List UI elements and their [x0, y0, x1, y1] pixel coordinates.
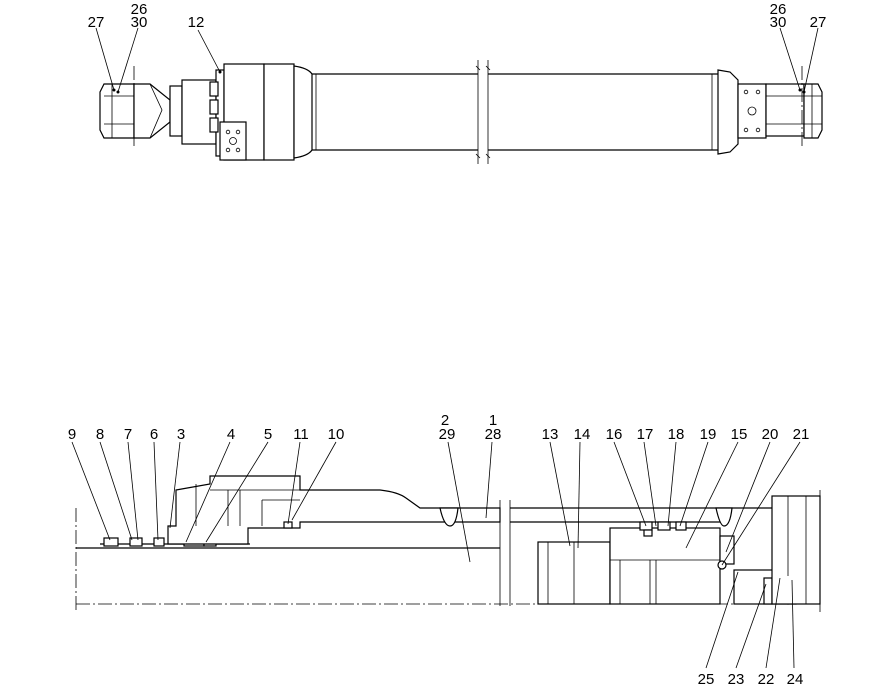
callout-14: 14	[574, 426, 591, 443]
callout-1: 1	[489, 412, 497, 429]
callout-23: 23	[728, 671, 745, 688]
callout-3: 3	[177, 426, 185, 443]
cylinder-section-view: 9 8 7 6 3 4 5 11 10 2 29 1 28 13 14 16 1…	[68, 412, 821, 688]
callout-19: 19	[700, 426, 717, 443]
top-leader-lines	[95, 27, 819, 94]
cylinder-exterior-view: 27 26 30 12 26 30 27	[88, 1, 827, 164]
callout-10: 10	[328, 426, 345, 443]
callout-29: 29	[439, 426, 456, 443]
rod-end-clevis-left	[99, 66, 217, 146]
callout-25: 25	[698, 671, 715, 688]
callout-15: 15	[731, 426, 748, 443]
callout-4: 4	[227, 426, 235, 443]
callout-20: 20	[762, 426, 779, 443]
callout-13: 13	[542, 426, 559, 443]
callout-8: 8	[96, 426, 104, 443]
callout-27-left: 27	[88, 14, 105, 31]
bottom-leader-lines	[71, 441, 801, 669]
callout-17: 17	[637, 426, 654, 443]
callout-6: 6	[150, 426, 158, 443]
callout-7: 7	[124, 426, 132, 443]
callout-27-right: 27	[810, 14, 827, 31]
callout-26-left: 26	[131, 1, 148, 18]
callout-24: 24	[787, 671, 804, 688]
callout-22: 22	[758, 671, 775, 688]
callout-16: 16	[606, 426, 623, 443]
section-rod-head	[76, 475, 511, 606]
callout-9: 9	[68, 426, 76, 443]
cylinder-tube	[312, 60, 718, 164]
callout-30-right: 30	[770, 14, 787, 31]
callout-21: 21	[793, 426, 810, 443]
callout-2: 2	[441, 412, 449, 429]
section-piston-base	[510, 495, 821, 605]
callout-12: 12	[188, 14, 205, 31]
callout-26-right: 26	[770, 1, 787, 18]
callout-5: 5	[264, 426, 272, 443]
callout-11: 11	[293, 426, 309, 443]
cylinder-head-gland	[209, 63, 313, 161]
callout-18: 18	[668, 426, 685, 443]
callout-30-left: 30	[131, 14, 148, 31]
callout-28: 28	[485, 426, 502, 443]
cylinder-base-clevis-right	[717, 66, 823, 155]
